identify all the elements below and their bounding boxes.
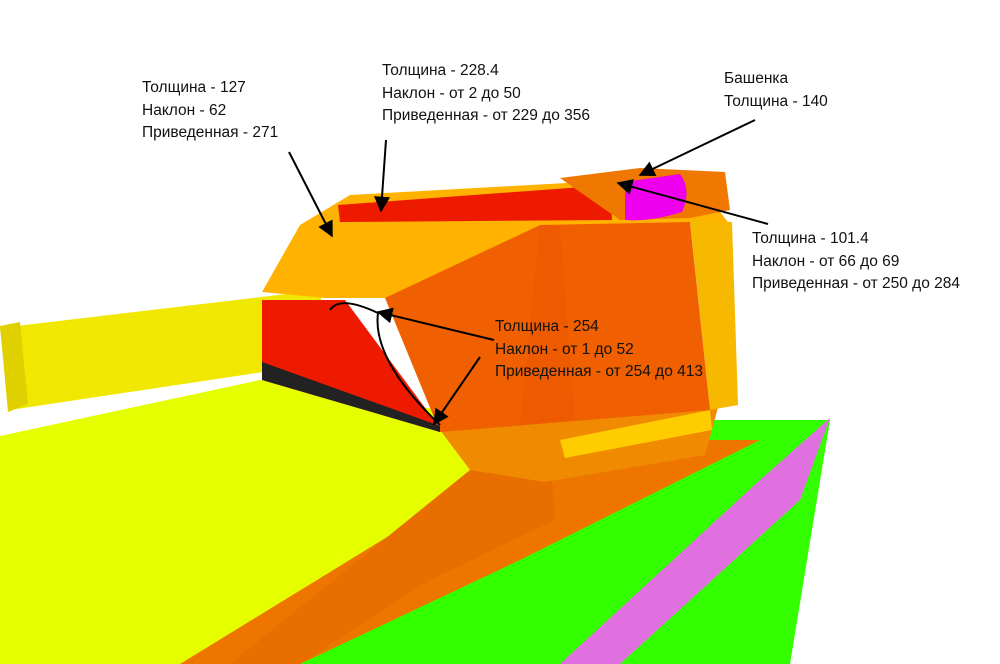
mantlet-red xyxy=(262,300,440,432)
mantlet-underside xyxy=(262,362,440,432)
annotation-angle: Наклон - 62 xyxy=(142,101,227,119)
annotation-cupola-front: Толщина - 101.4 Наклон - от 66 до 69 При… xyxy=(752,228,960,296)
arrow-cupola-front xyxy=(616,179,769,225)
hull-yellow-top xyxy=(0,380,590,664)
hull-pink-strip xyxy=(560,418,830,664)
annotation-turret-roof: Толщина - 228.4 Наклон - от 2 до 50 Прив… xyxy=(382,60,590,128)
hull-orange-lower xyxy=(230,455,555,664)
annotation-mantlet-left: Толщина - 127 Наклон - 62 Приведенная - … xyxy=(142,77,278,145)
gun-barrel xyxy=(0,290,330,410)
annotation-thickness: Толщина - 140 xyxy=(724,92,828,110)
annotation-thickness: Толщина - 127 xyxy=(142,79,246,96)
annotation-title: Башенка xyxy=(724,70,789,87)
arrow-gun-mantlet-upper xyxy=(376,307,495,341)
turret-front-shade xyxy=(520,225,575,425)
hull-green-side xyxy=(300,420,830,664)
annotation-thickness: Толщина - 101.4 xyxy=(752,230,869,247)
turret-side-amber xyxy=(690,220,738,410)
annotation-gun-mantlet: Толщина - 254 Наклон - от 1 до 52 Привед… xyxy=(495,316,703,384)
annotation-angle: Наклон - от 2 до 50 xyxy=(382,84,521,102)
arrow-mantlet-left xyxy=(288,151,333,238)
arrow-cupola xyxy=(638,119,756,177)
arrow-gun-mantlet-lower xyxy=(433,356,481,426)
annotation-effective: Приведенная - от 229 до 356 xyxy=(382,107,591,124)
turret-roof-red xyxy=(338,185,612,222)
annotation-thickness: Толщина - 228.4 xyxy=(382,62,499,79)
annotation-angle: Наклон - от 1 до 52 xyxy=(495,340,634,358)
annotation-effective: Приведенная - от 250 до 284 xyxy=(752,275,961,292)
gun-barrel-shadow xyxy=(0,322,28,412)
cupola-magenta xyxy=(625,174,687,221)
arrow-turret-roof xyxy=(374,139,390,213)
turret-base-yellow xyxy=(560,410,712,458)
annotation-effective: Приведенная - 271 xyxy=(142,124,279,141)
annotation-effective: Приведенная - от 254 до 413 xyxy=(495,363,704,380)
annotation-thickness: Толщина - 254 xyxy=(495,318,599,335)
annotation-angle: Наклон - от 66 до 69 xyxy=(752,252,900,270)
annotation-cupola: Башенка Толщина - 140 xyxy=(724,68,828,113)
